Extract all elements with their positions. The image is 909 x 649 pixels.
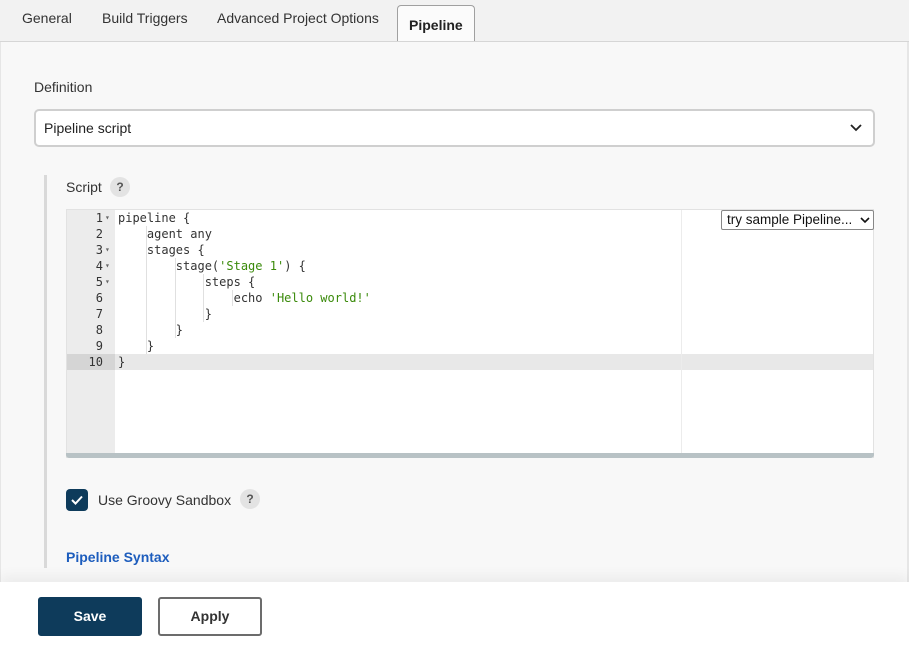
code-text: } bbox=[118, 338, 154, 354]
footer-bar bbox=[0, 582, 909, 649]
string-literal: 'Stage 1' bbox=[219, 259, 285, 273]
tab-pipeline[interactable]: Pipeline bbox=[397, 5, 475, 41]
code-token: stage( bbox=[118, 259, 220, 273]
groovy-sandbox-label: Use Groovy Sandbox bbox=[98, 492, 232, 508]
line-number: 9 bbox=[95, 339, 103, 353]
sandbox-help-icon[interactable]: ? bbox=[240, 489, 260, 509]
line-number: 1 bbox=[95, 211, 103, 225]
line-number: 4 bbox=[95, 259, 103, 273]
sample-select-value: try sample Pipeline... bbox=[727, 212, 853, 227]
code-line: 5▾ steps { bbox=[67, 274, 827, 290]
fold-toggle-icon[interactable]: ▾ bbox=[105, 213, 110, 222]
code-line: 2 agent any bbox=[67, 226, 827, 242]
indent-guide bbox=[175, 258, 176, 338]
pipeline-syntax-link[interactable]: Pipeline Syntax bbox=[66, 549, 170, 565]
line-number: 2 bbox=[95, 227, 103, 241]
code-token: } bbox=[118, 355, 126, 369]
code-line: 8 } bbox=[67, 322, 827, 338]
code-token: steps { bbox=[118, 275, 256, 289]
tab-general[interactable]: General bbox=[22, 10, 72, 26]
try-sample-pipeline-select[interactable]: try sample Pipeline... bbox=[721, 210, 874, 230]
tab-divider bbox=[0, 41, 909, 42]
code-text: steps { bbox=[118, 274, 256, 290]
code-token: stages { bbox=[118, 243, 205, 257]
fold-toggle-icon[interactable]: ▾ bbox=[105, 277, 110, 286]
script-help-icon[interactable]: ? bbox=[110, 177, 130, 197]
editor-resize-bar[interactable] bbox=[66, 453, 874, 458]
save-button[interactable]: Save bbox=[38, 597, 142, 636]
line-number: 10 bbox=[88, 355, 103, 369]
code-line: 9 } bbox=[67, 338, 827, 354]
code-line: 3▾ stages { bbox=[67, 242, 827, 258]
code-token: } bbox=[118, 307, 212, 321]
indent-guide bbox=[203, 274, 204, 322]
indent-guide bbox=[232, 290, 233, 306]
fold-toggle-icon[interactable]: ▾ bbox=[105, 261, 110, 270]
checkmark-icon bbox=[71, 495, 83, 505]
code-text: } bbox=[118, 322, 183, 338]
code-text: } bbox=[118, 306, 212, 322]
right-edge bbox=[907, 0, 909, 649]
line-number: 6 bbox=[95, 291, 103, 305]
definition-select[interactable]: Pipeline script bbox=[34, 109, 875, 147]
code-token: echo bbox=[118, 291, 270, 305]
code-line: 6 echo 'Hello world!' bbox=[67, 290, 827, 306]
string-literal: 'Hello world!' bbox=[269, 291, 371, 305]
code-line: 4▾ stage('Stage 1') { bbox=[67, 258, 827, 274]
code-line: 1▾ pipeline { bbox=[67, 210, 827, 226]
code-text: stage('Stage 1') { bbox=[118, 258, 306, 274]
code-text: stages { bbox=[118, 242, 205, 258]
left-edge bbox=[0, 0, 1, 649]
code-text: pipeline { bbox=[118, 210, 190, 226]
tab-build-triggers[interactable]: Build Triggers bbox=[102, 10, 188, 26]
section-indent-bar bbox=[44, 175, 47, 568]
code-line: 10} bbox=[67, 354, 827, 370]
chevron-down-icon bbox=[860, 217, 870, 224]
active-line-gutter bbox=[67, 354, 115, 370]
tab-advanced-project-options[interactable]: Advanced Project Options bbox=[217, 10, 379, 26]
apply-button[interactable]: Apply bbox=[158, 597, 262, 636]
code-text: echo 'Hello world!' bbox=[118, 290, 371, 306]
tab-bar: General Build Triggers Advanced Project … bbox=[0, 0, 909, 42]
line-number: 8 bbox=[95, 323, 103, 337]
indent-guide bbox=[146, 226, 147, 354]
script-label: Script bbox=[66, 179, 102, 195]
code-token: ) { bbox=[284, 259, 306, 273]
line-number: 3 bbox=[95, 243, 103, 257]
code-line: 7 } bbox=[67, 306, 827, 322]
line-number: 5 bbox=[95, 275, 103, 289]
groovy-sandbox-checkbox[interactable] bbox=[66, 489, 88, 511]
definition-label: Definition bbox=[34, 79, 93, 95]
active-line-highlight bbox=[115, 354, 873, 370]
editor-gutter bbox=[67, 210, 115, 458]
definition-selected-value: Pipeline script bbox=[44, 120, 132, 136]
chevron-down-icon bbox=[850, 124, 862, 132]
fold-toggle-icon[interactable]: ▾ bbox=[105, 245, 110, 254]
code-token: pipeline { bbox=[118, 211, 191, 225]
line-number: 7 bbox=[95, 307, 103, 321]
code-token: } bbox=[118, 339, 155, 353]
code-token: agent any bbox=[118, 227, 212, 241]
code-text: agent any bbox=[118, 226, 212, 242]
code-text: } bbox=[118, 354, 125, 370]
code-token: } bbox=[118, 323, 184, 337]
print-margin bbox=[681, 210, 682, 458]
